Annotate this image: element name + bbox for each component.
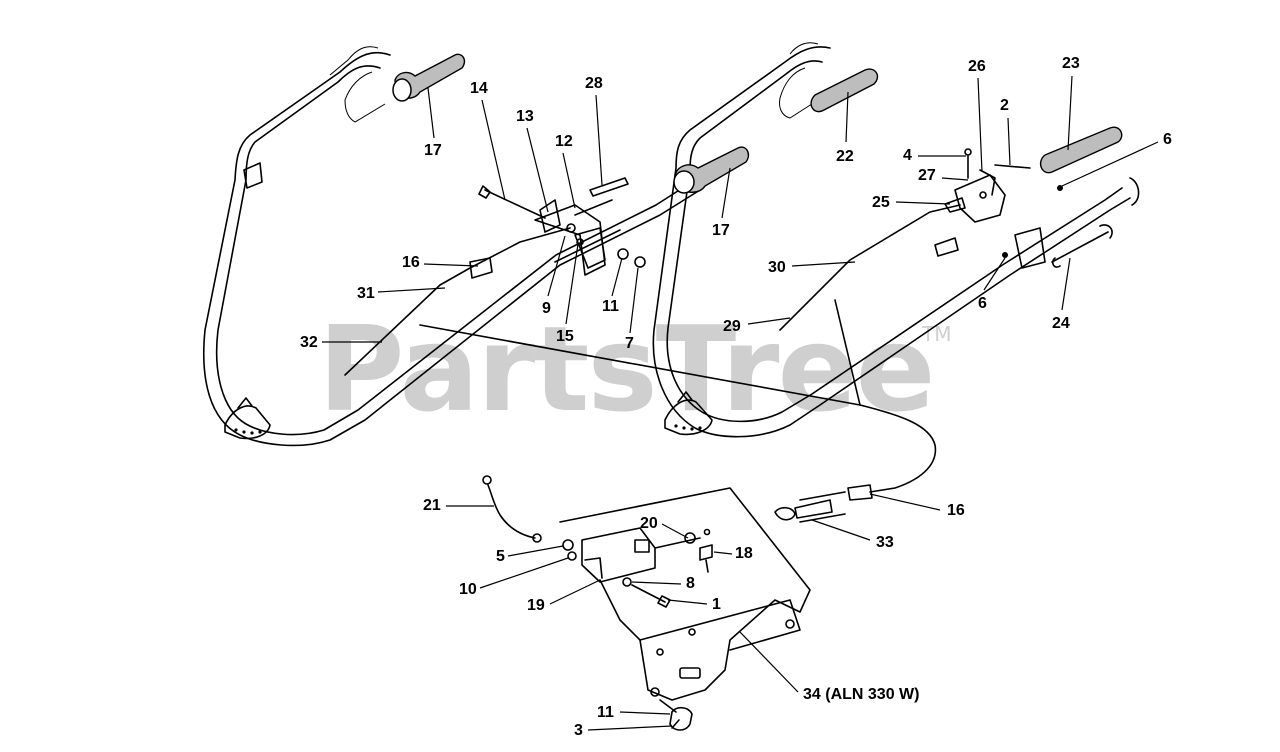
callout-c30: 30 bbox=[768, 259, 786, 276]
right-handle-assembly bbox=[652, 42, 1140, 438]
leader-lines bbox=[322, 75, 1159, 731]
callout-c1: 1 bbox=[712, 596, 721, 613]
callout-c13: 13 bbox=[516, 108, 534, 125]
callout-c20: 20 bbox=[640, 515, 658, 532]
callout-c15: 15 bbox=[556, 328, 574, 345]
callout-c4: 4 bbox=[903, 147, 912, 164]
callout-c27: 27 bbox=[918, 167, 936, 184]
callout-c12: 12 bbox=[555, 133, 573, 150]
callout-c34: 34 (ALN 330 W) bbox=[803, 686, 920, 703]
left-handle-assembly bbox=[202, 46, 701, 447]
callout-c24: 24 bbox=[1052, 315, 1070, 332]
callout-c11b: 11 bbox=[597, 704, 614, 721]
callout-c8: 8 bbox=[686, 575, 695, 592]
callout-c25: 25 bbox=[872, 194, 890, 211]
callout-c19: 19 bbox=[527, 597, 545, 614]
callout-c32: 32 bbox=[300, 334, 318, 351]
callout-c6a: 6 bbox=[1163, 131, 1172, 148]
callout-c14: 14 bbox=[470, 80, 488, 97]
callout-c28: 28 bbox=[585, 75, 603, 92]
callout-c22: 22 bbox=[836, 148, 854, 165]
callout-c16a: 16 bbox=[402, 254, 420, 271]
callout-c6b: 6 bbox=[978, 295, 987, 312]
callout-c17a: 17 bbox=[424, 142, 442, 159]
callout-c21: 21 bbox=[423, 497, 441, 514]
callout-c11a: 11 bbox=[602, 298, 619, 315]
callout-c9: 9 bbox=[542, 300, 551, 317]
callout-c29: 29 bbox=[723, 318, 741, 335]
lower-control-assembly bbox=[419, 299, 937, 731]
callout-c2: 2 bbox=[1000, 97, 1009, 114]
callout-c17b: 17 bbox=[712, 222, 730, 239]
callout-c10: 10 bbox=[459, 581, 477, 598]
callout-c5: 5 bbox=[496, 548, 505, 565]
callout-c26: 26 bbox=[968, 58, 986, 75]
callout-c31: 31 bbox=[357, 285, 375, 302]
callout-c23: 23 bbox=[1062, 55, 1080, 72]
callout-c18: 18 bbox=[735, 545, 753, 562]
callout-c16b: 16 bbox=[947, 502, 965, 519]
callout-c7: 7 bbox=[625, 335, 634, 352]
callout-c33: 33 bbox=[876, 534, 894, 551]
callout-c3: 3 bbox=[574, 722, 583, 739]
